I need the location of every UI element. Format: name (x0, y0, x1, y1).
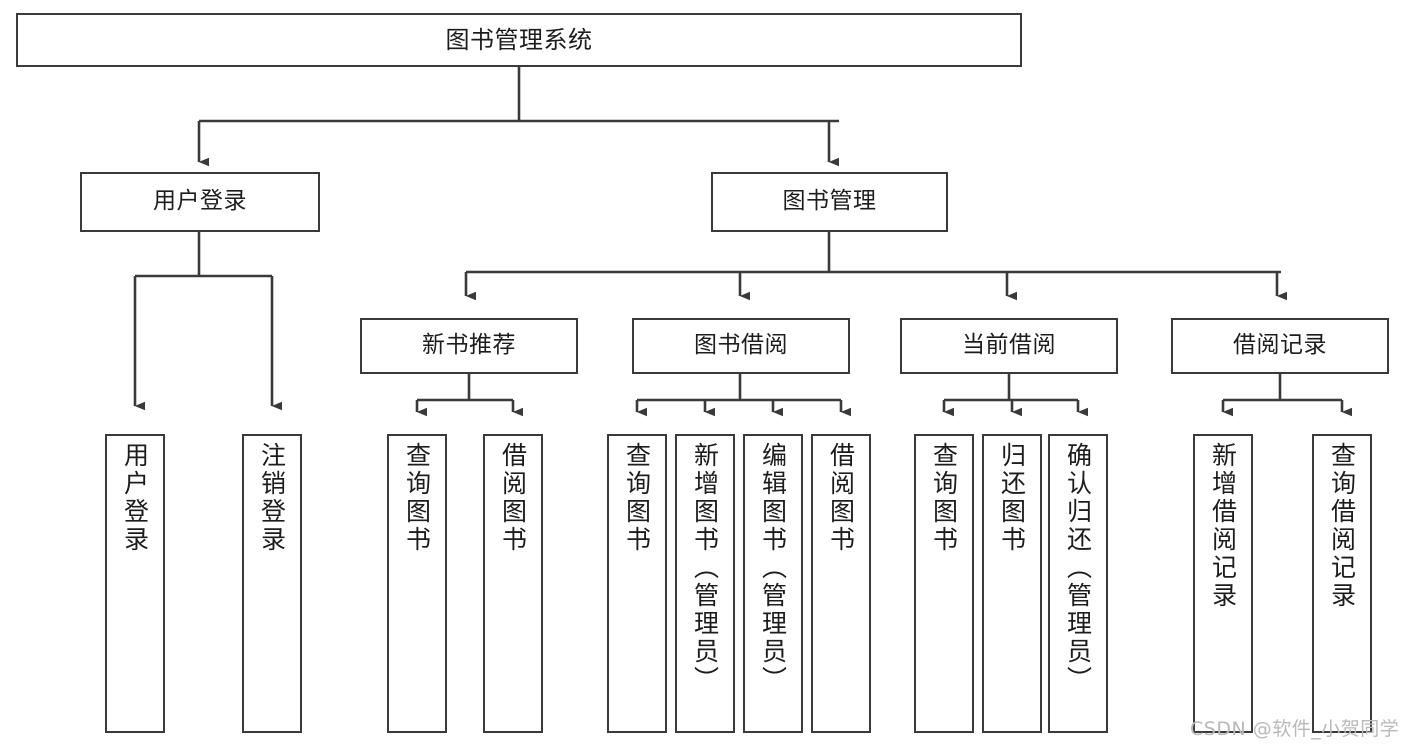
node-leaf-add-book-label: 新增图书（管理员） (690, 442, 720, 694)
node-borrow-record[interactable]: 借阅记录 (1171, 318, 1389, 374)
node-user-login-label: 用户登录 (153, 188, 247, 215)
node-book-borrow[interactable]: 图书借阅 (632, 318, 850, 374)
node-borrow-record-label: 借阅记录 (1233, 332, 1327, 359)
node-leaf-edit-book[interactable]: 编辑图书（管理员） (743, 434, 803, 733)
node-book-borrow-label: 图书借阅 (694, 332, 788, 359)
node-leaf-query-record[interactable]: 查询借阅记录 (1312, 434, 1372, 733)
node-leaf-add-record-label: 新增借阅记录 (1208, 442, 1238, 610)
node-book-manage[interactable]: 图书管理 (711, 172, 948, 232)
node-leaf-return-book[interactable]: 归还图书 (982, 434, 1042, 733)
node-root[interactable]: 图书管理系统 (16, 13, 1022, 67)
node-leaf-query-book-1-label: 查询图书 (402, 442, 432, 554)
node-leaf-add-book[interactable]: 新增图书（管理员） (675, 434, 735, 733)
node-new-book-rec[interactable]: 新书推荐 (360, 318, 578, 374)
node-leaf-borrow-book-1[interactable]: 借阅图书 (483, 434, 543, 733)
node-user-login[interactable]: 用户登录 (80, 172, 320, 232)
node-current-borrow[interactable]: 当前借阅 (900, 318, 1118, 374)
node-leaf-query-book-2[interactable]: 查询图书 (607, 434, 667, 733)
node-leaf-query-book-3-label: 查询图书 (929, 442, 959, 554)
node-leaf-logout-label: 注销登录 (257, 442, 287, 554)
node-leaf-borrow-book-2[interactable]: 借阅图书 (811, 434, 871, 733)
node-root-label: 图书管理系统 (445, 25, 593, 54)
csdn-watermark: CSDN @软件_小贺同学 (1190, 718, 1400, 740)
node-leaf-borrow-book-1-label: 借阅图书 (498, 442, 528, 554)
node-current-borrow-label: 当前借阅 (962, 332, 1056, 359)
node-leaf-confirm-return-label: 确认归还（管理员） (1063, 442, 1093, 694)
node-leaf-add-record[interactable]: 新增借阅记录 (1193, 434, 1253, 733)
node-leaf-borrow-book-2-label: 借阅图书 (826, 442, 856, 554)
node-leaf-return-book-label: 归还图书 (997, 442, 1027, 554)
node-leaf-query-book-3[interactable]: 查询图书 (914, 434, 974, 733)
node-new-book-rec-label: 新书推荐 (422, 332, 516, 359)
node-book-manage-label: 图书管理 (782, 188, 877, 215)
node-leaf-confirm-return[interactable]: 确认归还（管理员） (1048, 434, 1108, 733)
node-leaf-query-book-1[interactable]: 查询图书 (387, 434, 447, 733)
node-leaf-logout[interactable]: 注销登录 (242, 434, 302, 733)
node-leaf-query-record-label: 查询借阅记录 (1327, 442, 1357, 610)
node-leaf-user-login-label: 用户登录 (120, 442, 150, 554)
node-leaf-user-login[interactable]: 用户登录 (105, 434, 165, 733)
node-leaf-query-book-2-label: 查询图书 (622, 442, 652, 554)
node-leaf-edit-book-label: 编辑图书（管理员） (758, 442, 788, 694)
